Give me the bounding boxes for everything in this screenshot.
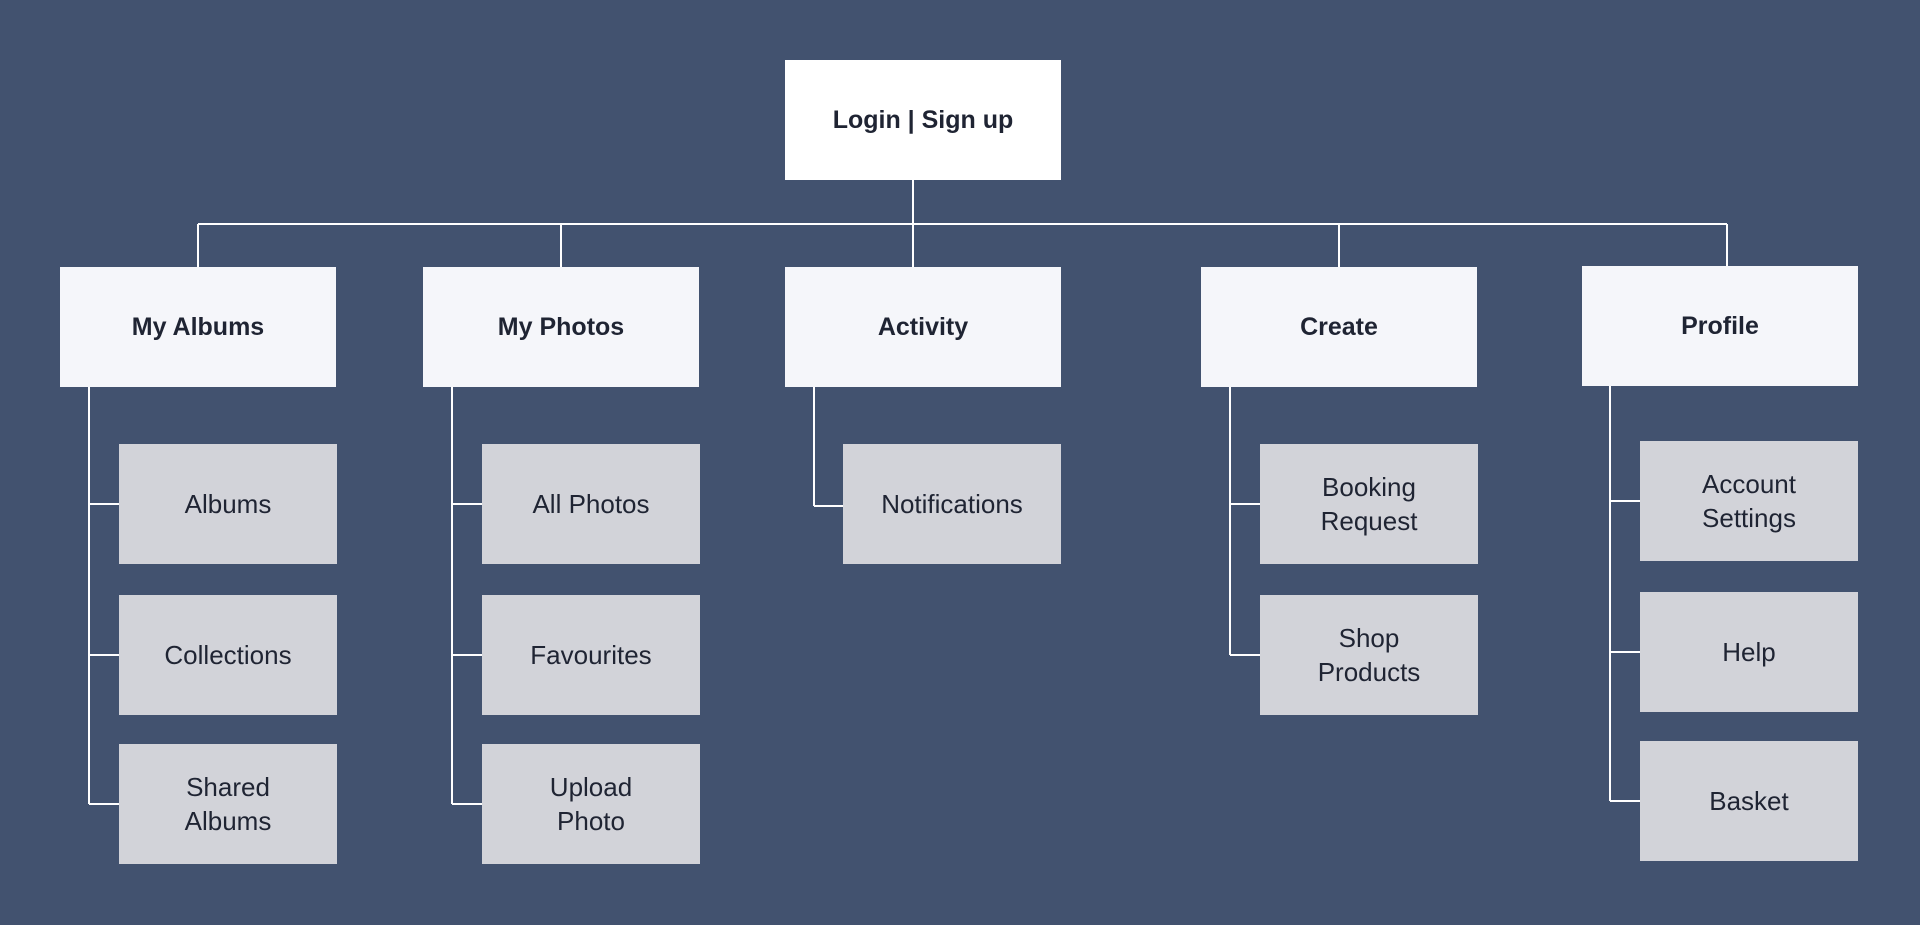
item-basket: Basket [1640,741,1858,861]
section-label: Create [1300,312,1378,341]
item-shared-albums: Shared Albums [119,744,337,864]
item-label: Notifications [881,489,1023,519]
item-label: All Photos [532,489,650,519]
item-label: Favourites [530,640,652,670]
item-label: Booking Request [1320,472,1418,536]
section-my-photos: My Photos [423,267,699,387]
section-label: My Albums [131,312,265,341]
item-collections: Collections [119,595,337,715]
section-my-albums: My Albums [60,267,336,387]
item-favourites: Favourites [482,595,700,715]
item-upload-photo: Upload Photo [482,744,700,864]
item-albums: Albums [119,444,337,564]
item-label: Help [1722,637,1776,667]
item-label: Upload Photo [549,772,633,836]
item-label: Collections [164,640,292,670]
item-shop-products: Shop Products [1260,595,1478,715]
item-label: Shop Products [1317,623,1421,687]
root-node-login-signup: Login | Sign up [785,60,1061,180]
section-profile: Profile [1582,266,1858,386]
root-node-label: Login | Sign up [832,105,1014,134]
section-label: Activity [877,312,969,341]
item-label: Basket [1709,786,1789,816]
section-label: My Photos [497,312,625,341]
item-notifications: Notifications [843,444,1061,564]
item-all-photos: All Photos [482,444,700,564]
item-label: Albums [184,489,272,519]
item-account-settings: Account Settings [1640,441,1858,561]
section-label: Profile [1681,311,1759,340]
section-create: Create [1201,267,1477,387]
item-label: Account Settings [1702,469,1796,533]
item-help: Help [1640,592,1858,712]
item-label: Shared Albums [184,772,272,836]
section-activity: Activity [785,267,1061,387]
item-booking-request: Booking Request [1260,444,1478,564]
